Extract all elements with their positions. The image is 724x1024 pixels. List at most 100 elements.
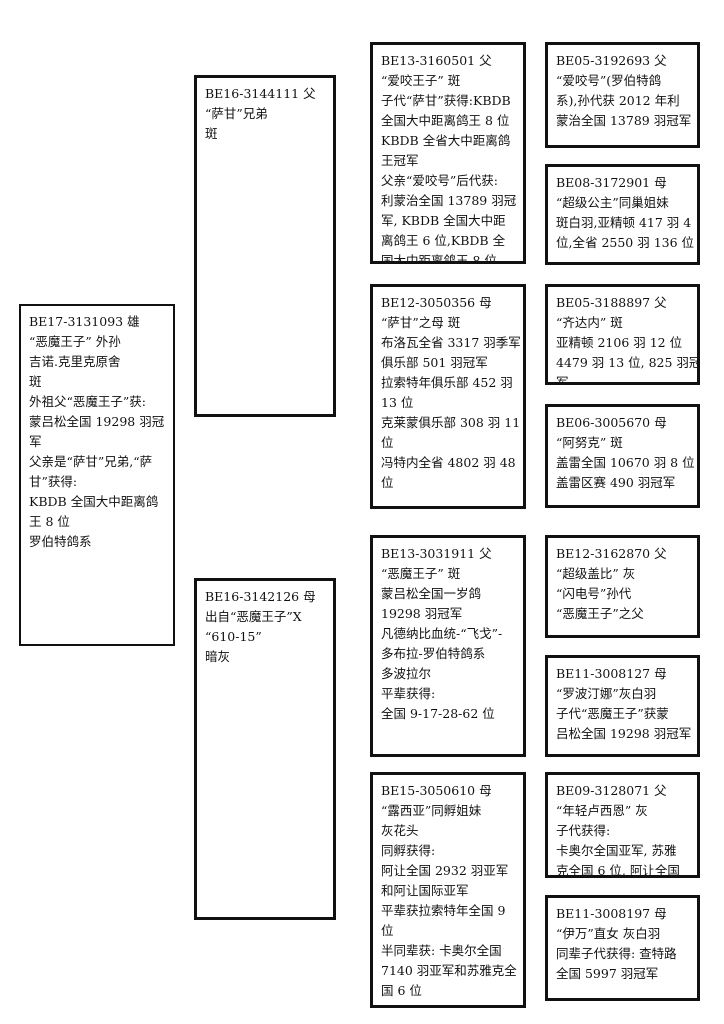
card-line: “萨甘”兄弟 [205, 106, 268, 121]
card-line: BE05-3192693 父 [556, 53, 667, 68]
card-line: BE13-3031911 父 [381, 546, 492, 561]
card-line: 4479 羽 13 位, 825 羽冠 [556, 355, 700, 370]
card-line: 斑 [29, 374, 42, 389]
card-line: “罗波汀娜”灰白羽 [556, 686, 657, 701]
card-line: “爱咬号”(罗伯特鸽 [556, 73, 662, 88]
card-line: 吉诺.克里克原舍 [29, 354, 121, 369]
dam-dam-card: BE15-3050610 母 “露西亚”同孵姐妹 灰花头 同孵获得: 阿让全国 … [370, 772, 526, 1008]
card-line: “闪电号”孙代 [556, 586, 632, 601]
card-line: 平辈获拉索特年全国 9 [381, 903, 506, 918]
card-line: 离鸽王 6 位,KBDB 全 [381, 233, 506, 248]
card-line: 父亲是“萨甘”兄弟,“萨 [29, 454, 153, 469]
card-line: 外祖父“恶魔王子”获: [29, 394, 146, 409]
card-line: 卡奥尔全国亚军, 苏雅 [556, 843, 677, 858]
card-line: “露西亚”同孵姐妹 [381, 803, 482, 818]
sire-dam-sire-card: BE05-3188897 父 “齐达内” 斑 亚精顿 2106 羽 12 位 4… [545, 284, 700, 385]
card-line: BE15-3050610 母 [381, 783, 492, 798]
card-line: “萨甘”之母 斑 [381, 315, 461, 330]
card-line: BE17-3131093 雄 [29, 314, 140, 329]
card-line: 凡德纳比血统-“飞戈”- [381, 626, 503, 641]
card-line: “恶魔王子” 斑 [381, 566, 461, 581]
card-line: “齐达内” 斑 [556, 315, 623, 330]
card-line: 位 [381, 475, 394, 490]
card-line: 位 [381, 923, 394, 938]
card-line: 蒙吕松全国 19298 羽冠 [29, 414, 165, 429]
card-line: 子代“萨甘”获得:KBDB [381, 93, 511, 108]
card-line: 全国 9-17-28-62 位 [381, 706, 495, 721]
card-line: 阿让全国 2932 羽亚军 [381, 863, 509, 878]
card-line: 军, KBDB 全国大中距 [381, 213, 506, 228]
card-line: BE16-3144111 父 [205, 86, 316, 101]
card-line: BE12-3050356 母 [381, 295, 492, 310]
card-line: 半同辈获: 卡奥尔全国 [381, 943, 502, 958]
card-line: 蒙吕松全国一岁鸽 [381, 586, 482, 601]
card-line: 子代获得: [556, 823, 611, 838]
dam-card: BE16-3142126 母 出自“恶魔王子”X “610-15” 暗灰 [194, 578, 336, 920]
card-line: “阿努克” 斑 [556, 435, 623, 450]
card-line: 亚精顿 2106 羽 12 位 [556, 335, 683, 350]
sire-dam-card: BE12-3050356 母 “萨甘”之母 斑 布洛瓦全省 3317 羽季军 俱… [370, 284, 526, 509]
card-line: 冯特内全省 4802 羽 48 [381, 455, 516, 470]
card-line: 吕松全国 19298 羽冠军 [556, 726, 692, 741]
card-line: 13 位 [381, 395, 414, 410]
card-line: 王冠军 [381, 153, 419, 168]
card-line: 同辈子代获得: 查特路 [556, 946, 677, 961]
card-line: 全国 5997 羽冠军 [556, 966, 659, 981]
card-line: BE16-3142126 母 [205, 589, 316, 604]
card-line: KBDB 全省大中距离鸽 [381, 133, 511, 148]
card-line: “年轻卢西恩” 灰 [556, 803, 648, 818]
dam-sire-dam-card: BE11-3008127 母 “罗波汀娜”灰白羽 子代“恶魔王子”获蒙 吕松全国… [545, 655, 700, 757]
card-line: 军 [29, 434, 42, 449]
card-line: 俱乐部 501 羽冠军 [381, 355, 488, 370]
sire-sire-dam-card: BE08-3172901 母 “超级公主”同巢姐妹 斑白羽,亚精顿 417 羽 … [545, 164, 700, 265]
card-line: 盖雷全国 10670 羽 8 位 [556, 455, 695, 470]
card-line: 出自“恶魔王子”X [205, 609, 302, 624]
sire-sire-sire-card: BE05-3192693 父 “爱咬号”(罗伯特鸽 系),孙代获 2012 年利… [545, 42, 700, 148]
sire-card: BE16-3144111 父 “萨甘”兄弟 斑 [194, 75, 336, 417]
card-line: 拉索特年俱乐部 452 羽 [381, 375, 513, 390]
card-line: BE06-3005670 母 [556, 415, 667, 430]
card-line: BE12-3162870 父 [556, 546, 667, 561]
dam-sire-sire-card: BE12-3162870 父 “超级盖比” 灰 “闪电号”孙代 “恶魔王子”之父 [545, 535, 700, 638]
card-line: KBDB 全国大中距离鸽 [29, 494, 159, 509]
card-line: 蒙治全国 13789 羽冠军 [556, 113, 692, 128]
card-line: “超级公主”同巢姐妹 [556, 195, 669, 210]
card-line: 克莱蒙俱乐部 308 羽 11 [381, 415, 521, 430]
card-line: 子代“恶魔王子”获蒙 [556, 706, 669, 721]
card-line: 利蒙治全国 13789 羽冠 [381, 193, 517, 208]
card-line: BE11-3008127 母 [556, 666, 667, 681]
dam-dam-sire-card: BE09-3128071 父 “年轻卢西恩” 灰 子代获得: 卡奥尔全国亚军, … [545, 772, 700, 878]
card-line: 暗灰 [205, 649, 231, 664]
card-line: 国大中距离鸽王 8 位 [381, 253, 497, 264]
card-line: 位,全省 2550 羽 136 位 [556, 235, 695, 250]
card-line: “超级盖比” 灰 [556, 566, 636, 581]
card-line: “610-15” [205, 629, 262, 644]
sire-dam-dam-card: BE06-3005670 母 “阿努克” 斑 盖雷全国 10670 羽 8 位 … [545, 404, 700, 508]
card-line: “恶魔王子” 外孙 [29, 334, 121, 349]
card-line: 罗伯特鸽系 [29, 534, 92, 549]
card-line: BE11-3008197 母 [556, 906, 667, 921]
card-line: BE09-3128071 父 [556, 783, 667, 798]
card-line: BE13-3160501 父 [381, 53, 492, 68]
card-line: 克全国 6 位, 阿让全国 [556, 863, 680, 878]
card-line: 军 [556, 375, 569, 385]
card-line: 甘”获得: [29, 474, 78, 489]
card-line: 盖雷区赛 490 羽冠军 [556, 475, 676, 490]
card-line: 和阿让国际亚军 [381, 883, 469, 898]
card-line: 系),孙代获 2012 年利 [556, 93, 680, 108]
card-line: “伊万”直女 灰白羽 [556, 926, 661, 941]
card-line: 布洛瓦全省 3317 羽季军 [381, 335, 521, 350]
card-line: 多波拉尔 [381, 666, 432, 681]
card-line: 位 [381, 435, 394, 450]
dam-sire-card: BE13-3031911 父 “恶魔王子” 斑 蒙吕松全国一岁鸽 19298 羽… [370, 535, 526, 757]
card-line: 斑白羽,亚精顿 417 羽 4 [556, 215, 692, 230]
card-line: BE05-3188897 父 [556, 295, 667, 310]
card-line: 19298 羽冠军 [381, 606, 463, 621]
card-line: 父亲“爱咬号”后代获: [381, 173, 498, 188]
card-line: 国 6 位 [381, 983, 422, 998]
card-line: 灰花头 [381, 823, 419, 838]
card-line: 全国大中距离鸽王 8 位 [381, 113, 510, 128]
card-line: BE08-3172901 母 [556, 175, 667, 190]
card-line: 7140 羽亚军和苏雅克全 [381, 963, 517, 978]
card-line: 平辈获得: [381, 686, 436, 701]
